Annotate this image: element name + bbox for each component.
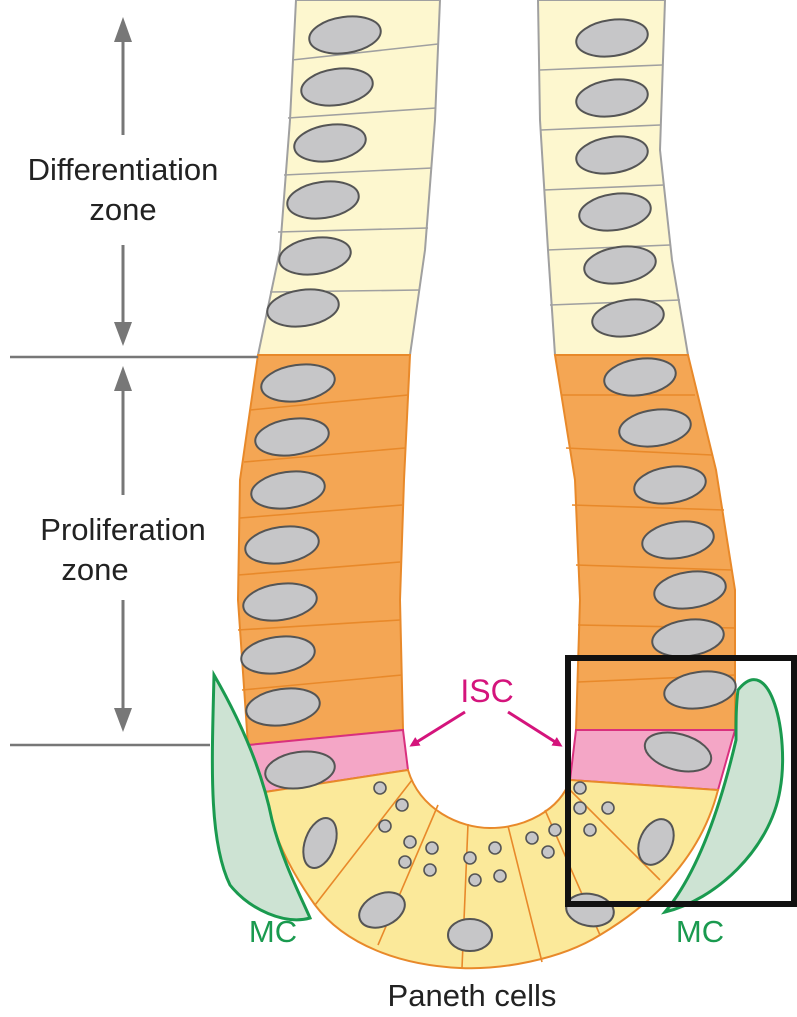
isc-label: ISC — [460, 673, 513, 709]
differentiation-zone-label-line1: Differentiation — [28, 152, 219, 187]
proliferation-zone-label-line2: zone — [61, 552, 128, 587]
mc-label-left: MC — [249, 914, 297, 949]
differentiation-zone-label-line2: zone — [89, 192, 156, 227]
proliferation-zone-label-line1: Proliferation — [40, 512, 205, 547]
paneth-cells-label: Paneth cells — [388, 978, 557, 1013]
proliferation-span-arrow — [114, 366, 132, 732]
mc-label-right: MC — [676, 914, 724, 949]
isc-arrow-right — [508, 712, 560, 745]
isc-arrow-left — [412, 712, 465, 745]
